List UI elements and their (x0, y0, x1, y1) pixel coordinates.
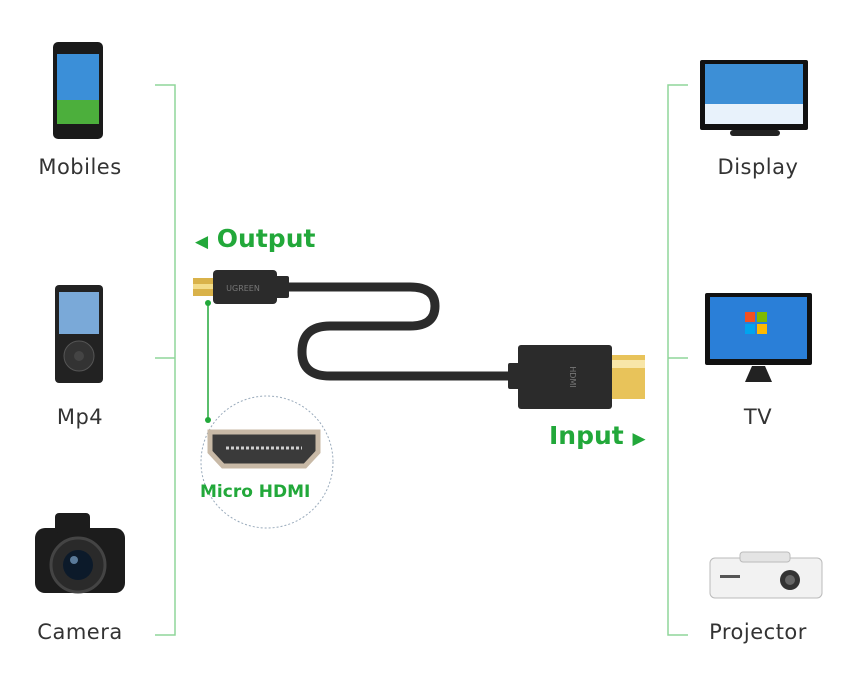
hdmi-cable: UGREEN HDMI (193, 270, 645, 409)
left-bracket (155, 84, 176, 636)
camera-icon (35, 513, 125, 594)
input-label: Input ▶ (549, 421, 646, 450)
source-label-camera: Camera (37, 620, 123, 644)
destination-label-display: Display (717, 155, 799, 179)
micro-hdmi-plug (213, 270, 277, 304)
destination-label-projector: Projector (709, 620, 807, 644)
output-label: ◀ Output (195, 224, 315, 253)
micro-plug-brand: UGREEN (226, 284, 260, 293)
hdmi-plug-brand: HDMI (568, 366, 577, 387)
hdmi-plug (518, 345, 612, 409)
input-text: Input (549, 421, 624, 450)
source-label-mobiles: Mobiles (38, 155, 122, 179)
source-label-mp4: Mp4 (56, 405, 104, 429)
right-arrow-icon: ▶ (632, 429, 646, 449)
destination-label-tv: TV (743, 405, 773, 429)
micro-hdmi-label: Micro HDMI (200, 482, 311, 502)
right-bracket (667, 84, 688, 636)
projector-icon (709, 551, 823, 599)
smartphone-icon (53, 42, 103, 139)
mp4-player-icon (55, 285, 103, 383)
micro-hdmi-callout (200, 300, 334, 529)
monitor-icon (700, 60, 808, 136)
output-text: Output (216, 224, 316, 253)
tv-icon (705, 293, 812, 382)
left-arrow-icon: ◀ (195, 232, 209, 252)
